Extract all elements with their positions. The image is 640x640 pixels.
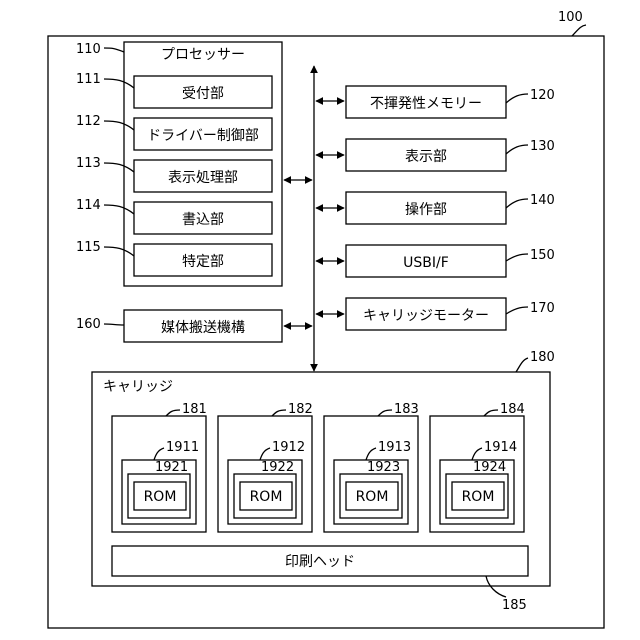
ref-rom-3: 1923 bbox=[367, 460, 400, 475]
ref-chip-1: 1911 bbox=[166, 440, 199, 455]
ref-cartridge-3: 183 bbox=[394, 402, 419, 417]
ref-chip-2: 1912 bbox=[272, 440, 305, 455]
carriage-label: キャリッジ bbox=[103, 379, 173, 395]
display-label: 表示部 bbox=[405, 149, 447, 165]
leader-system bbox=[572, 25, 586, 36]
ref-display: 130 bbox=[530, 139, 555, 154]
specifying-label: 特定部 bbox=[182, 254, 224, 270]
ref-cartridge-2: 182 bbox=[288, 402, 313, 417]
ref-cartridge-4: 184 bbox=[500, 402, 525, 417]
ref-processor: 110 bbox=[76, 42, 101, 57]
writing-label: 書込部 bbox=[182, 212, 224, 228]
ref-rom-2: 1922 bbox=[261, 460, 294, 475]
ref-carriage-motor: 170 bbox=[530, 301, 555, 316]
rom-3-label: ROM bbox=[356, 489, 389, 505]
ref-print-head: 185 bbox=[502, 598, 527, 613]
media-transport-label: 媒体搬送機構 bbox=[161, 320, 245, 336]
ref-cartridge-1: 181 bbox=[182, 402, 207, 417]
processor-label: プロセッサー bbox=[161, 47, 245, 63]
usb-label: USBI/F bbox=[403, 255, 449, 271]
ref-driver-control: 112 bbox=[76, 114, 101, 129]
ref-media-transport: 160 bbox=[76, 317, 101, 332]
rom-1-label: ROM bbox=[144, 489, 177, 505]
ref-nvm: 120 bbox=[530, 88, 555, 103]
ref-chip-4: 1914 bbox=[484, 440, 517, 455]
ref-carriage: 180 bbox=[530, 350, 555, 365]
ref-specifying: 115 bbox=[76, 240, 101, 255]
driver-control-label: ドライバー制御部 bbox=[147, 128, 259, 144]
operation-label: 操作部 bbox=[405, 202, 447, 218]
nvm-label: 不揮発性メモリー bbox=[370, 96, 482, 112]
ref-display-processing: 113 bbox=[76, 156, 101, 171]
ref-operation: 140 bbox=[530, 193, 555, 208]
carriage-motor-label: キャリッジモーター bbox=[363, 308, 489, 324]
ref-rom-1: 1921 bbox=[155, 460, 188, 475]
receiving-label: 受付部 bbox=[182, 86, 224, 102]
ref-system: 100 bbox=[558, 10, 583, 25]
ref-usb: 150 bbox=[530, 248, 555, 263]
display-processing-label: 表示処理部 bbox=[168, 170, 238, 186]
ref-rom-4: 1924 bbox=[473, 460, 506, 475]
rom-2-label: ROM bbox=[250, 489, 283, 505]
ref-chip-3: 1913 bbox=[378, 440, 411, 455]
print-head-label: 印刷ヘッド bbox=[285, 554, 355, 570]
ref-writing: 114 bbox=[76, 198, 101, 213]
rom-4-label: ROM bbox=[462, 489, 495, 505]
ref-receiving: 111 bbox=[76, 72, 101, 87]
